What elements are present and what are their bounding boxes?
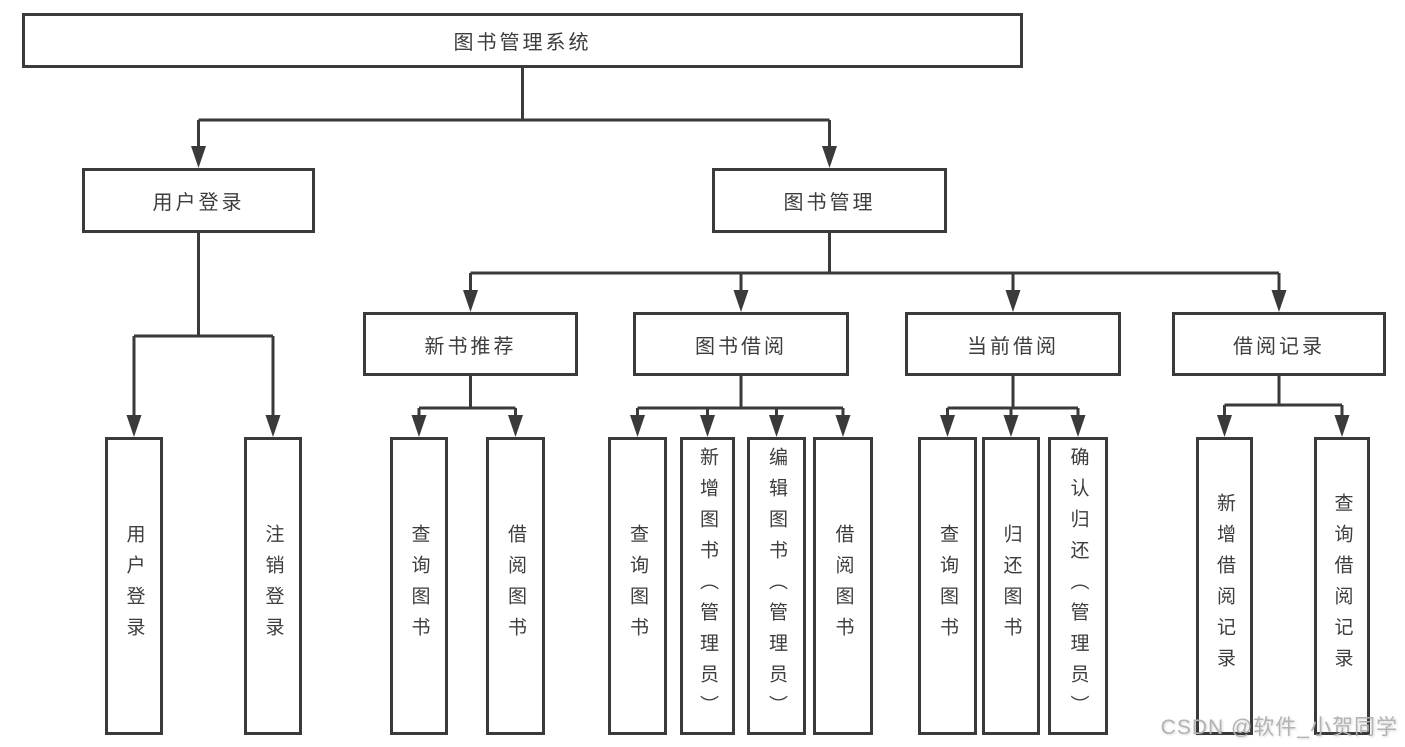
arrowhead xyxy=(1070,415,1086,437)
node-book-borrow: 图书借阅 xyxy=(633,312,849,376)
node-root: 图书管理系统 xyxy=(22,13,1023,68)
node-nb-query-books: 查询图书 xyxy=(390,437,448,735)
node-label-bb-query-books: 查询图书 xyxy=(627,524,648,648)
arrowhead xyxy=(630,415,645,437)
arrowhead xyxy=(1271,290,1287,312)
node-br-query-record: 查询借阅记录 xyxy=(1314,437,1370,735)
arrowhead xyxy=(769,415,784,437)
arrowhead xyxy=(733,290,749,312)
node-label-logout-action: 注销登录 xyxy=(262,524,284,648)
arrowhead xyxy=(463,290,478,312)
node-logout-action: 注销登录 xyxy=(244,437,302,735)
node-current-borrow: 当前借阅 xyxy=(905,312,1121,376)
node-book-mgmt: 图书管理 xyxy=(712,168,947,233)
arrowhead xyxy=(191,146,206,168)
arrowhead xyxy=(940,415,955,437)
arrowhead xyxy=(265,415,281,437)
node-label-cb-return-books: 归还图书 xyxy=(1000,524,1022,648)
node-label-nb-borrow-books: 借阅图书 xyxy=(505,524,526,648)
arrowhead xyxy=(1005,290,1021,312)
arrowhead xyxy=(1217,415,1232,437)
node-label-br-add-record: 新增借阅记录 xyxy=(1214,493,1235,679)
node-label-nb-query-books: 查询图书 xyxy=(408,524,430,648)
node-cb-query-books: 查询图书 xyxy=(918,437,977,735)
node-label-bb-borrow-books: 借阅图书 xyxy=(832,524,854,648)
node-label-new-books: 新书推荐 xyxy=(424,335,517,358)
node-label-bb-add-books: 新增图书（管理员） xyxy=(697,446,718,726)
node-bb-edit-books: 编辑图书（管理员） xyxy=(747,437,806,735)
node-label-user-login: 用户登录 xyxy=(152,192,245,214)
node-borrow-records: 借阅记录 xyxy=(1172,312,1386,376)
node-label-cb-confirm-return: 确认归还（管理员） xyxy=(1067,446,1089,726)
node-label-book-borrow: 图书借阅 xyxy=(695,335,787,358)
node-label-br-query-record: 查询借阅记录 xyxy=(1331,493,1353,679)
arrowhead xyxy=(411,415,427,437)
node-new-books: 新书推荐 xyxy=(363,312,578,376)
node-bb-query-books: 查询图书 xyxy=(608,437,667,735)
node-label-borrow-records: 借阅记录 xyxy=(1233,335,1325,358)
node-label-user-login-action: 用户登录 xyxy=(123,524,145,648)
node-user-login: 用户登录 xyxy=(82,168,315,233)
node-label-current-borrow: 当前借阅 xyxy=(967,335,1059,358)
node-cb-return-books: 归还图书 xyxy=(982,437,1040,735)
node-br-add-record: 新增借阅记录 xyxy=(1196,437,1253,735)
arrowhead xyxy=(126,415,142,437)
node-label-book-mgmt: 图书管理 xyxy=(783,192,876,214)
arrowhead xyxy=(508,415,523,437)
arrowhead xyxy=(700,415,715,437)
node-bb-borrow-books: 借阅图书 xyxy=(813,437,873,735)
node-label-cb-query-books: 查询图书 xyxy=(937,524,958,648)
node-label-bb-edit-books: 编辑图书（管理员） xyxy=(766,446,787,726)
node-cb-confirm-return: 确认归还（管理员） xyxy=(1048,437,1108,735)
arrowhead xyxy=(1334,415,1350,437)
node-label-root: 图书管理系统 xyxy=(453,32,592,54)
node-user-login-action: 用户登录 xyxy=(105,437,163,735)
watermark: CSDN @软件_小贺同学 xyxy=(1160,716,1398,739)
arrowhead xyxy=(835,415,851,437)
node-nb-borrow-books: 借阅图书 xyxy=(486,437,545,735)
arrowhead xyxy=(1003,415,1019,437)
node-bb-add-books: 新增图书（管理员） xyxy=(680,437,735,735)
arrowhead xyxy=(822,146,837,168)
